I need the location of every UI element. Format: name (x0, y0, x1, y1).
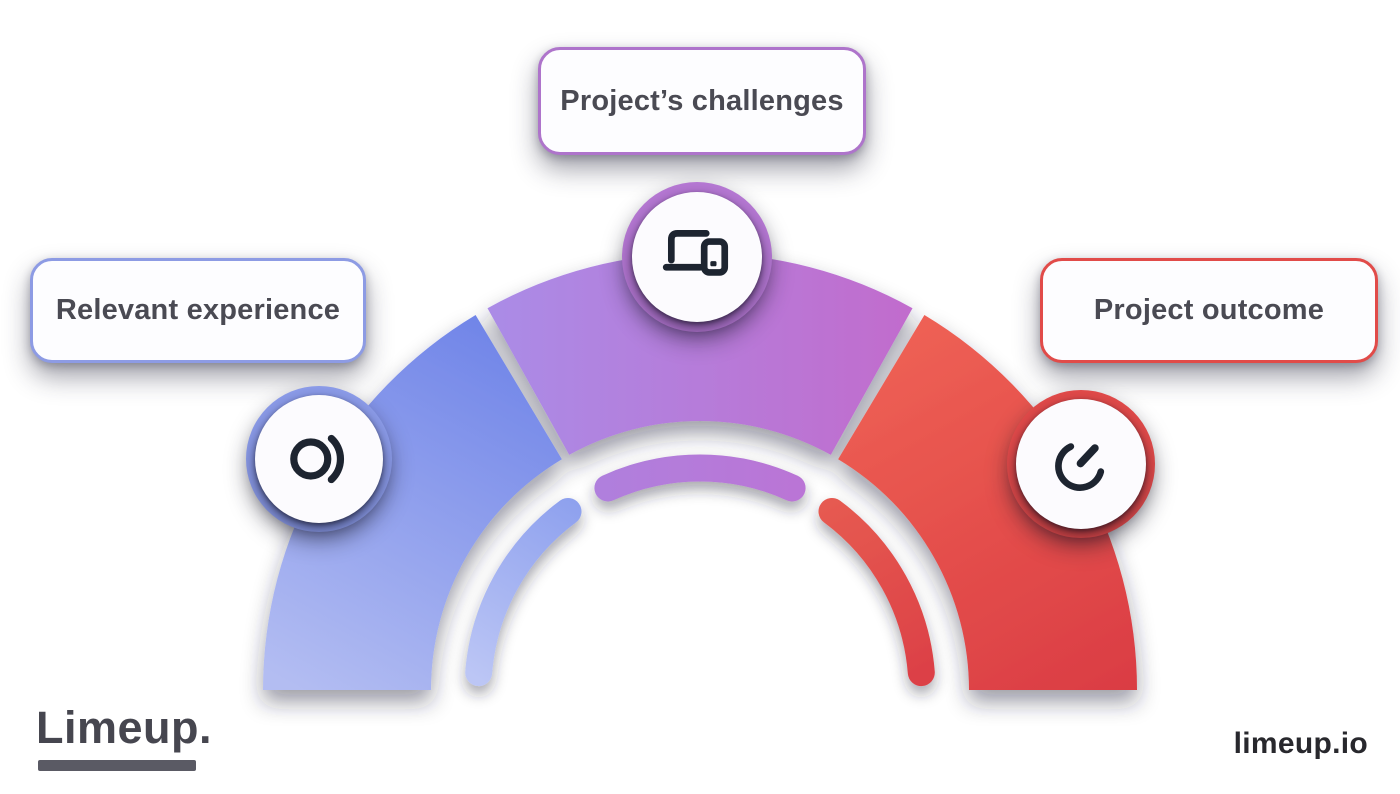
label-box-relevant-experience: Relevant experience (30, 258, 366, 363)
badge-inner-circle (255, 395, 383, 523)
limeup-logo: Limeup. (36, 702, 213, 753)
inner-arc-red (818, 498, 935, 687)
badge-project-challenges (622, 182, 772, 332)
segment-project-outcome (838, 315, 1137, 690)
badge-project-outcome (1007, 390, 1155, 538)
badge-relevant-experience (246, 386, 392, 532)
speedometer-icon (1055, 443, 1105, 491)
watermark-url: limeup.io (1233, 727, 1368, 760)
label-text: Project outcome (1093, 294, 1325, 326)
label-box-project-challenges: Project’s challenges (538, 47, 866, 155)
inner-arc-purple (594, 454, 806, 502)
segment-relevant-experience (263, 315, 562, 690)
inner-arc-blue (465, 498, 582, 687)
label-box-project-outcome: Project outcome (1040, 258, 1378, 363)
segment-project-challenges (487, 253, 913, 455)
record-circle-icon (290, 434, 344, 484)
logo-tagline-bar (38, 760, 196, 771)
devices-icon (662, 230, 729, 276)
badge-inner-circle (632, 192, 762, 322)
label-text: Relevant experience (55, 294, 341, 326)
label-text: Project’s challenges (560, 84, 844, 117)
badge-inner-circle (1016, 399, 1146, 529)
